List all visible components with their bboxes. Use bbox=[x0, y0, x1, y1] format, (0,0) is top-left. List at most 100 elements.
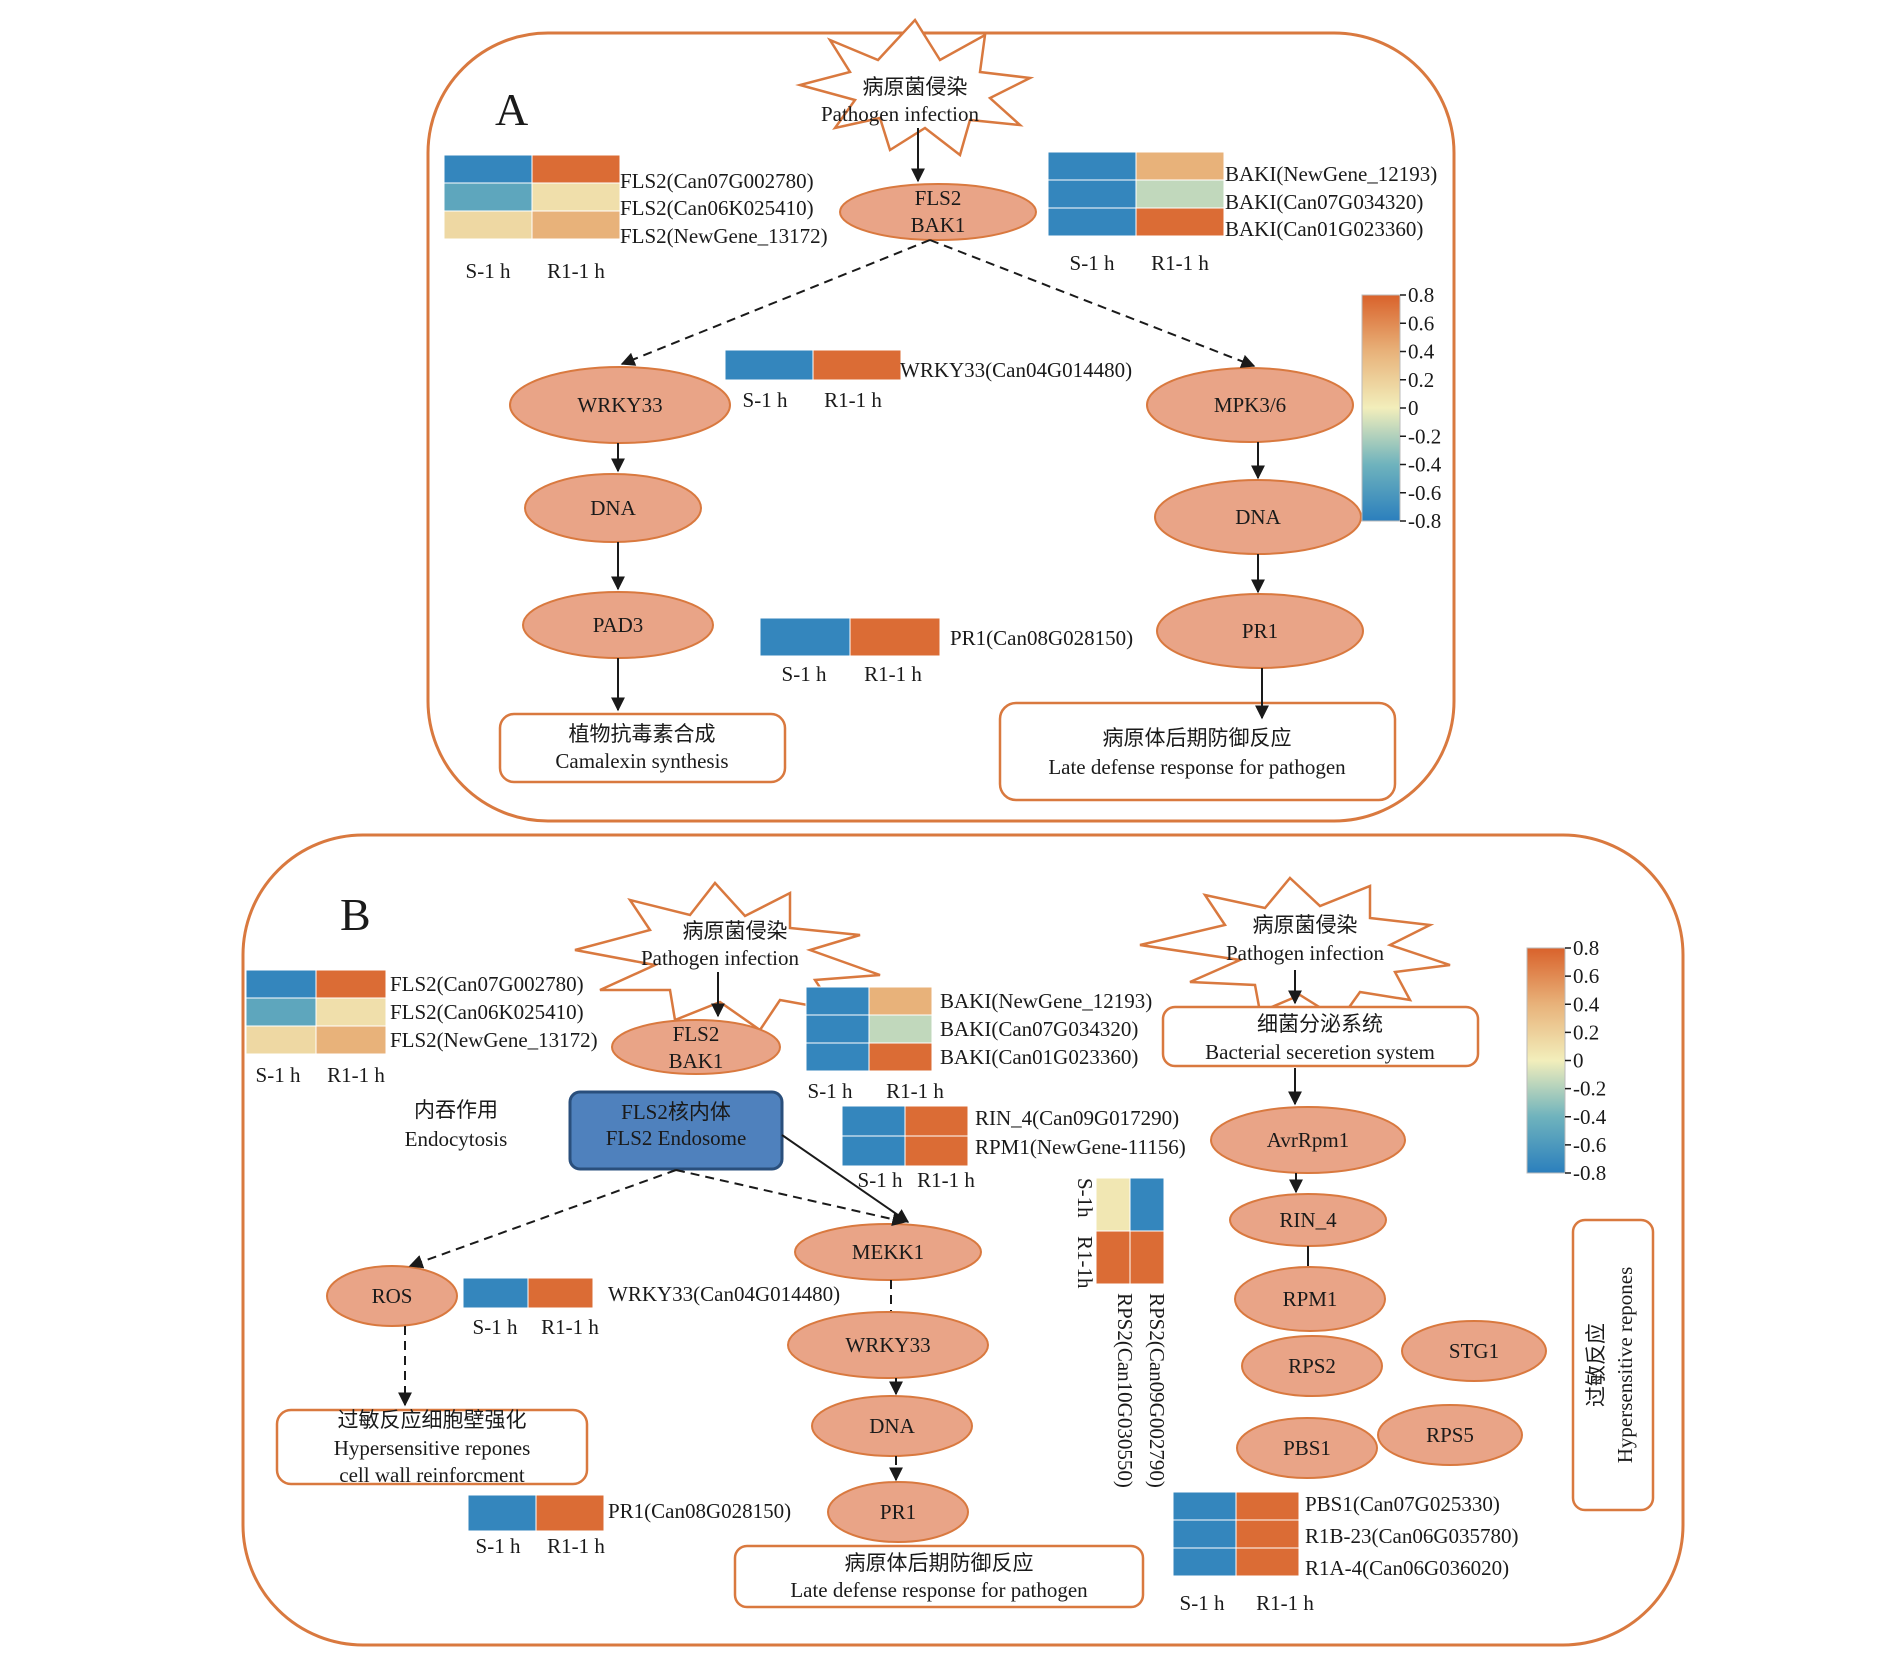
heat-cell bbox=[904, 1135, 969, 1167]
heat-cell bbox=[841, 1135, 906, 1167]
heatmap-wrky33-b bbox=[462, 1277, 594, 1309]
col-label: S-1 h bbox=[858, 1168, 903, 1192]
heat-cell bbox=[1047, 207, 1137, 237]
node-ros: ROS bbox=[326, 1265, 458, 1327]
heatmap-pr1-b bbox=[467, 1494, 605, 1532]
gene-label: RPS2(Can09G002790) bbox=[1145, 1293, 1169, 1488]
heat-cell bbox=[724, 349, 814, 381]
node-rpm1: RPM1 bbox=[1234, 1266, 1386, 1332]
node-shape bbox=[1234, 1266, 1386, 1332]
node-shape bbox=[787, 1311, 989, 1379]
heat-cell bbox=[1047, 151, 1137, 181]
heat-cell bbox=[1135, 207, 1225, 237]
endosome-shape bbox=[568, 1090, 784, 1171]
heat-cell bbox=[462, 1277, 529, 1309]
node-shape bbox=[1401, 1320, 1547, 1382]
node-mekk1: MEKK1 bbox=[794, 1223, 982, 1281]
box-shape bbox=[998, 701, 1397, 802]
colorbar-tick-label: -0.2 bbox=[1408, 424, 1441, 448]
node-label: STG1 bbox=[1449, 1339, 1499, 1363]
node-shape bbox=[1377, 1404, 1523, 1466]
colorbar-tick-label: -0.4 bbox=[1573, 1105, 1607, 1129]
heat-cell bbox=[1235, 1491, 1300, 1521]
colorbar-tick-label: 0.8 bbox=[1573, 936, 1599, 960]
gene-label: BAKI(Can01G023360) bbox=[1225, 217, 1423, 241]
node-shape bbox=[1241, 1335, 1383, 1397]
camalexin-cn: 植物抗毒素合成 bbox=[569, 722, 716, 746]
heat-cell bbox=[535, 1494, 605, 1532]
colorbar-tick-label: 0 bbox=[1408, 396, 1419, 420]
bak1-label: BAK1 bbox=[669, 1049, 724, 1073]
colorbar-tick-label: -0.6 bbox=[1408, 481, 1441, 505]
colorbar-tick-label: -0.8 bbox=[1408, 509, 1441, 533]
pathogen-en-a: Pathogen infection bbox=[821, 102, 980, 126]
node-label: RPM1 bbox=[1283, 1287, 1338, 1311]
box-shape bbox=[498, 712, 787, 784]
node-stg1: STG1 bbox=[1401, 1320, 1547, 1382]
colorbar-tick-label: 0.6 bbox=[1408, 311, 1434, 335]
heat-cell bbox=[443, 182, 533, 212]
gene-label: BAKI(NewGene_12193) bbox=[940, 989, 1152, 1013]
gene-label: RPS2(Can10G030550) bbox=[1113, 1293, 1137, 1488]
box-late-defense-b: 病原体后期防御反应 Late defense response for path… bbox=[733, 1544, 1145, 1609]
endocytosis-cn: 内吞作用 bbox=[414, 1098, 498, 1122]
bak1-label: BAK1 bbox=[911, 213, 966, 237]
node-label: MPK3/6 bbox=[1214, 393, 1286, 417]
heatmap-baki-b bbox=[805, 986, 933, 1072]
gene-label: WRKY33(Can04G014480) bbox=[608, 1282, 840, 1306]
node-label: ROS bbox=[372, 1284, 413, 1308]
heat-cell bbox=[1095, 1177, 1131, 1232]
col-label: S-1 h bbox=[476, 1534, 521, 1558]
node-pr1-a: PR1 bbox=[1156, 593, 1364, 669]
node-mpk36-a: MPK3/6 bbox=[1146, 367, 1354, 443]
heatmap-wrky33-a bbox=[724, 349, 902, 381]
col-label: R1-1 h bbox=[824, 388, 882, 412]
gene-label: PR1(Can08G028150) bbox=[608, 1499, 791, 1523]
heat-cell bbox=[315, 1025, 387, 1055]
pathogen-cn-b1: 病原菌侵染 bbox=[683, 919, 788, 943]
node-rin4: RIN_4 bbox=[1229, 1193, 1387, 1247]
node-rps2: RPS2 bbox=[1241, 1335, 1383, 1397]
panel-a-letter: A bbox=[495, 84, 528, 135]
heat-cell bbox=[1129, 1177, 1165, 1232]
gene-label: FLS2(Can07G002780) bbox=[390, 972, 584, 996]
node-label: WRKY33 bbox=[577, 393, 662, 417]
colorbar-tick-label: 0.6 bbox=[1573, 964, 1599, 988]
gene-label: BAKI(NewGene_12193) bbox=[1225, 162, 1437, 186]
col-label: S-1 h bbox=[808, 1079, 853, 1103]
heat-cell bbox=[841, 1105, 906, 1137]
node-label: DNA bbox=[1235, 505, 1281, 529]
col-label: R1-1 h bbox=[917, 1168, 975, 1192]
heat-cell bbox=[1095, 1230, 1131, 1285]
colorbar-tick-label: 0 bbox=[1573, 1049, 1584, 1073]
node-label: MEKK1 bbox=[852, 1240, 924, 1264]
node-label: PR1 bbox=[880, 1500, 916, 1524]
heat-cell bbox=[868, 1014, 933, 1044]
col-label: S-1 h bbox=[466, 259, 511, 283]
heat-cell bbox=[904, 1105, 969, 1137]
gene-label: FLS2(Can06K025410) bbox=[620, 196, 814, 220]
node-pr1-b: PR1 bbox=[827, 1481, 969, 1543]
gene-label: RIN_4(Can09G017290) bbox=[975, 1106, 1179, 1130]
heat-cell bbox=[1047, 179, 1137, 209]
col-label: R1-1 h bbox=[547, 1534, 605, 1558]
pathogen-en-b1: Pathogen infection bbox=[641, 946, 800, 970]
col-label: S-1 h bbox=[1180, 1591, 1225, 1615]
node-label: AvrRpm1 bbox=[1267, 1128, 1349, 1152]
endocytosis-en: Endocytosis bbox=[405, 1127, 508, 1151]
col-label: R1-1 h bbox=[1151, 251, 1209, 275]
fls2-label: FLS2 bbox=[915, 186, 962, 210]
heat-cell bbox=[1235, 1547, 1300, 1577]
late-defense-en: Late defense response for pathogen bbox=[1048, 755, 1346, 779]
node-label: DNA bbox=[869, 1414, 915, 1438]
col-label: R1-1 h bbox=[1256, 1591, 1314, 1615]
colorbar-tick-label: 0.4 bbox=[1573, 992, 1600, 1016]
heat-cell bbox=[315, 997, 387, 1027]
heat-cell bbox=[805, 986, 870, 1016]
node-fls2-bak1-b: FLS2 BAK1 bbox=[611, 1019, 781, 1075]
edge-endosome-ros bbox=[408, 1169, 677, 1269]
box-shape bbox=[275, 1408, 589, 1486]
pathogen-cn-b2: 病原菌侵染 bbox=[1253, 913, 1358, 937]
heat-cell bbox=[531, 182, 621, 212]
